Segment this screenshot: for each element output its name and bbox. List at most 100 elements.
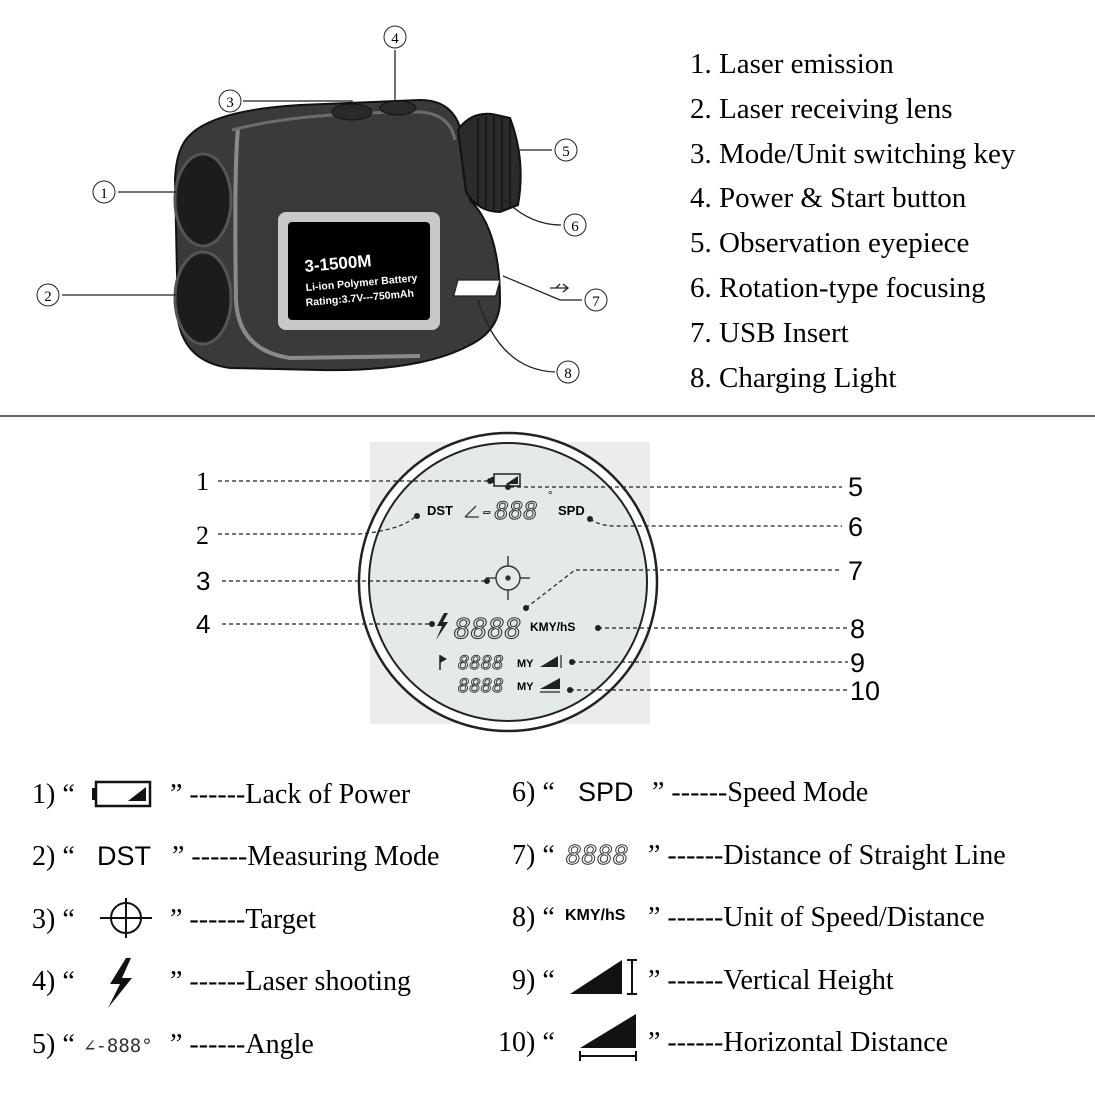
lcd-angle-icon — [464, 505, 479, 518]
svg-text:” ------Distance of Straight L: ” ------Distance of Straight Line — [648, 840, 1006, 871]
lcd-angle-digits: -888 — [480, 497, 538, 525]
svg-text:2) “: 2) “ — [32, 841, 75, 872]
parts-list-item: 2. Laser receiving lens — [690, 93, 953, 125]
legend-item-6: 6) “ SPD ” ------Speed Mode — [512, 777, 868, 808]
lcd-vertical-height-icon — [540, 656, 558, 667]
svg-text:5) “: 5) “ — [32, 1029, 75, 1060]
lcd-flag-icon — [439, 655, 447, 670]
legend-item-2: 2) “ DST ” ------Measuring Mode — [32, 841, 439, 872]
lcd-horizontal-distance-icon — [540, 678, 560, 689]
lcd-inner-ring — [368, 442, 648, 722]
lcd-spd-label: SPD — [558, 503, 585, 518]
lcd-row9-unit: MY — [517, 658, 534, 670]
lcd-callouts: 1 2 3 4 5 6 7 8 9 10 — [196, 467, 880, 706]
parts-list-item: 6. Rotation-type focusing — [690, 272, 986, 304]
callout-6: 6 — [563, 213, 587, 237]
svg-text:4: 4 — [391, 31, 399, 47]
lcd-callout-6: 6 — [848, 512, 863, 542]
lcd-row9-digits: 8888 — [458, 652, 504, 674]
lcd-callout-4: 4 — [196, 609, 210, 639]
svg-text:7: 7 — [592, 294, 600, 310]
svg-text:” ------Laser shooting: ” ------Laser shooting — [170, 966, 411, 997]
lcd-leader-lines — [218, 480, 848, 691]
lcd-crosshair-icon — [486, 556, 530, 600]
lcd-lightning-icon — [436, 613, 448, 640]
legend-item-1: 1) “ ” ------Lack of Power — [32, 779, 411, 810]
lcd-callout-9: 9 — [850, 648, 865, 678]
usb-icon — [452, 279, 570, 297]
parts-list: 1. Laser emission 2. Laser receiving len… — [690, 48, 1016, 394]
svg-text:” ------Target: ” ------Target — [170, 904, 316, 935]
lcd-dst-label: DST — [427, 503, 453, 518]
lightning-icon — [108, 958, 132, 1008]
parts-list-item: 7. USB Insert — [690, 317, 849, 349]
legend-item-8: 8) “ KMY/hS ” ------Unit of Speed/Distan… — [512, 902, 985, 933]
laser-receiving-lens — [173, 250, 233, 346]
svg-text:” ------Speed Mode: ” ------Speed Mode — [652, 777, 868, 808]
parts-list-item: 3. Mode/Unit switching key — [690, 138, 1016, 170]
device-callout-lines — [62, 50, 582, 373]
callout-7: 7 — [584, 288, 608, 312]
lcd-unit-label: KMY/hS — [530, 620, 575, 634]
svg-text:8) “: 8) “ — [512, 902, 555, 933]
legend-item-7: 7) “ 8888 ” ------Distance of Straight L… — [512, 840, 1006, 872]
svg-text:2: 2 — [44, 289, 52, 305]
legend-item-3: 3) “ ” ------Target — [32, 898, 316, 938]
vertical-height-icon — [570, 960, 622, 994]
observation-eyepiece — [456, 112, 522, 214]
svg-text:1) “: 1) “ — [32, 779, 75, 810]
lcd-row10-unit: MY — [517, 681, 534, 693]
callout-3: 3 — [218, 89, 242, 113]
battery-icon — [92, 780, 152, 808]
lcd-main-digits: 8888 — [454, 612, 521, 645]
lcd-callout-1: 1 — [196, 467, 209, 496]
svg-text:9) “: 9) “ — [512, 965, 555, 996]
parts-list-item: 1. Laser emission — [690, 48, 894, 80]
legend-unit-symbol: KMY/hS — [565, 907, 626, 924]
legend-item-4: 4) “ ” ------Laser shooting — [32, 958, 411, 1008]
svg-text:4) “: 4) “ — [32, 966, 75, 997]
svg-text:5: 5 — [562, 144, 570, 160]
legend-item-9: 9) “ ” ------Vertical Height — [512, 959, 894, 996]
svg-text:” ------Unit of Speed/Distance: ” ------Unit of Speed/Distance — [648, 902, 985, 933]
svg-text:7) “: 7) “ — [512, 840, 555, 871]
lcd-degree-symbol: ° — [548, 490, 552, 502]
lcd-row10-digits: 8888 — [458, 675, 504, 697]
legend-angle-symbol: ∠-888° — [84, 1035, 153, 1057]
lcd-callout-3: 3 — [196, 566, 210, 596]
lcd-leader-dots — [414, 478, 601, 693]
legend-item-10: 10) “ ” ------Horizontal Distance — [498, 1014, 948, 1061]
svg-text:” ------Angle: ” ------Angle — [170, 1029, 314, 1060]
svg-text:3) “: 3) “ — [32, 904, 75, 935]
legend-spd-symbol: SPD — [578, 777, 634, 807]
lcd-display-content: DST -888 ° SPD 8888 KMY/hS 8888 MY 8888 … — [427, 473, 585, 697]
legend-left: 1) “ ” ------Lack of Power 2) “ DST ” --… — [32, 779, 439, 1060]
lcd-callout-2: 2 — [196, 521, 209, 550]
svg-text:” ------Horizontal Distance: ” ------Horizontal Distance — [648, 1027, 948, 1058]
device-callouts: 1 2 3 4 5 6 7 8 — [36, 25, 608, 384]
rangefinder-device: 3-1500M Li-ion Polymer Battery Rating:3.… — [173, 98, 570, 372]
parts-list-item: 4. Power & Start button — [690, 182, 967, 214]
power-button — [379, 100, 417, 116]
svg-text:6) “: 6) “ — [512, 777, 555, 808]
svg-text:3: 3 — [226, 95, 234, 111]
svg-text:” ------Vertical Height: ” ------Vertical Height — [648, 965, 894, 996]
parts-list-item: 5. Observation eyepiece — [690, 227, 969, 259]
legend-digits-symbol: 8888 — [566, 841, 629, 871]
svg-text:6: 6 — [571, 219, 579, 235]
target-icon — [100, 898, 152, 938]
horizontal-distance-icon — [580, 1014, 636, 1048]
lcd-callout-10: 10 — [850, 676, 880, 706]
callout-1: 1 — [92, 180, 116, 204]
legend-item-5: 5) “ ∠-888° ” ------Angle — [32, 1029, 314, 1060]
svg-text:” ------Lack of Power: ” ------Lack of Power — [170, 779, 411, 810]
callout-4: 4 — [383, 25, 407, 49]
focus-ring-ridges — [477, 116, 511, 210]
lcd-callout-5: 5 — [848, 472, 863, 502]
lcd-callout-8: 8 — [850, 614, 865, 644]
parts-list-item: 8. Charging Light — [690, 362, 896, 394]
lcd-callout-7: 7 — [848, 556, 863, 586]
laser-emission-lens — [173, 152, 233, 248]
svg-text:8: 8 — [564, 366, 572, 382]
